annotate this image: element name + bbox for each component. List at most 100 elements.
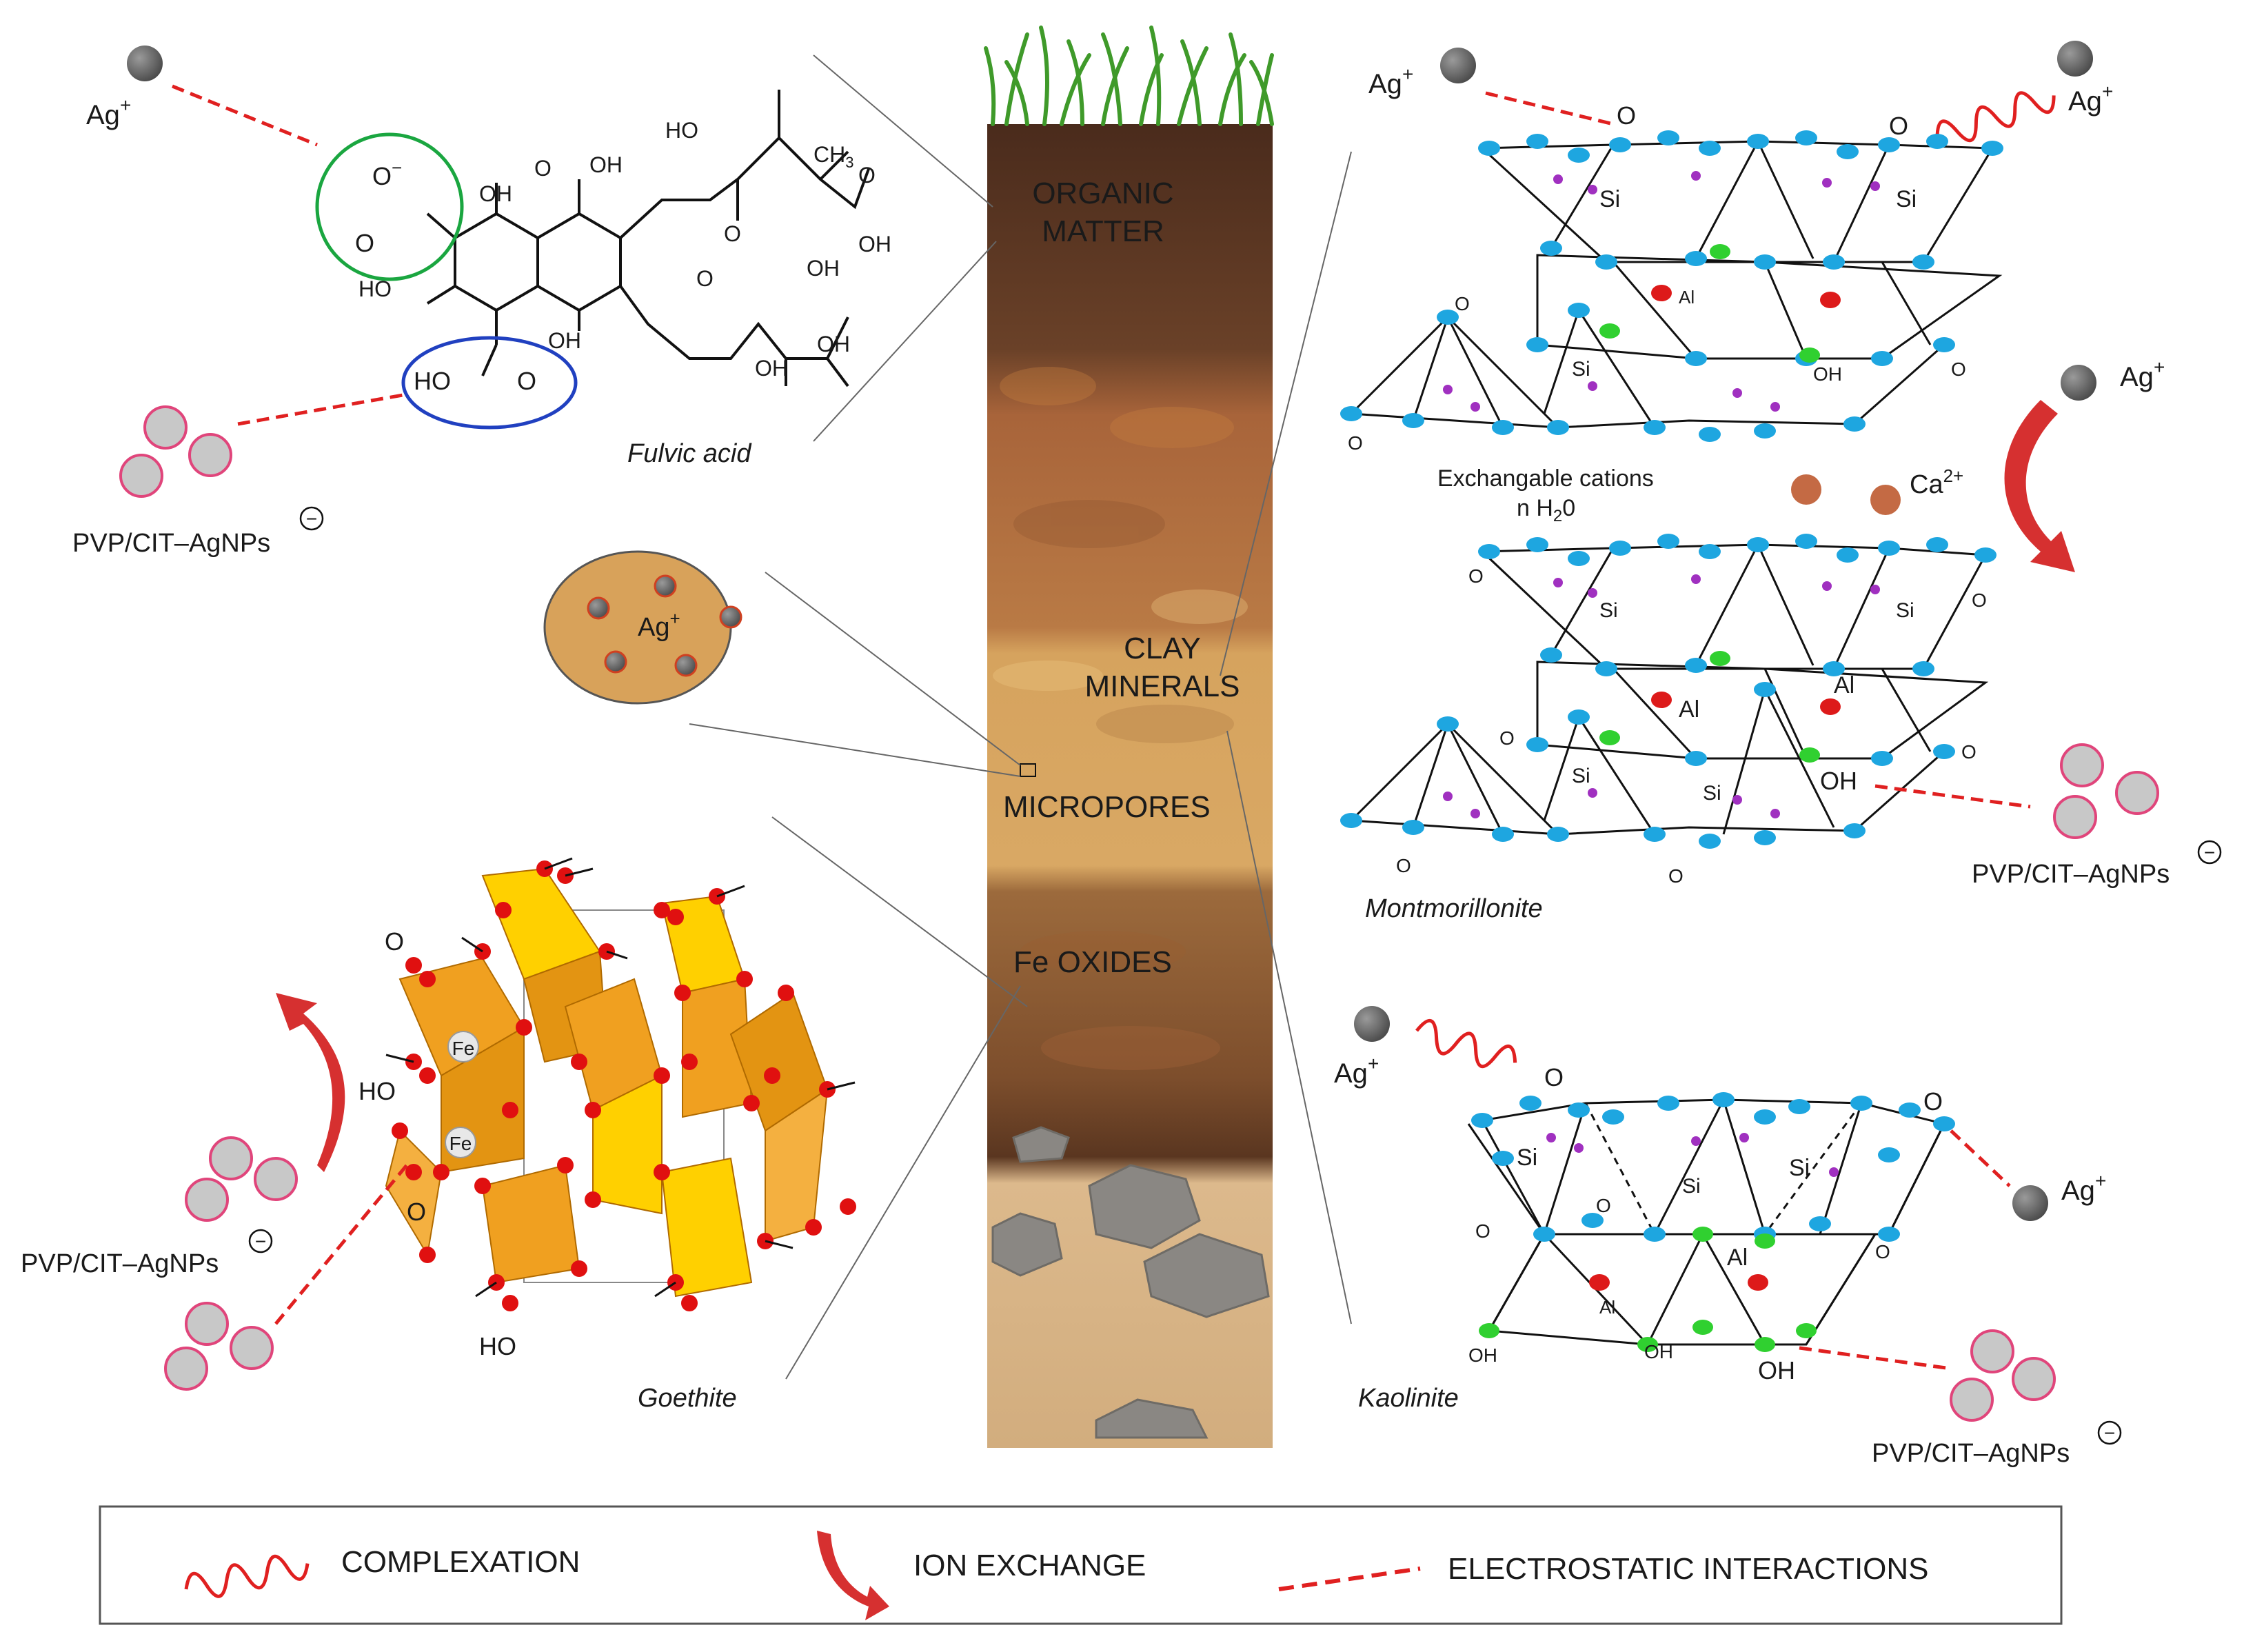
electrostatic-legend-icon [1278, 1567, 1421, 1591]
kaol-al [1589, 1274, 1768, 1291]
kaol-si-3: Si [1789, 1155, 1810, 1181]
legend-complexation: COMPLEXATION [341, 1545, 580, 1579]
fulvic-oh-4: OH [858, 232, 891, 256]
mont-o-c3: O [1499, 727, 1515, 749]
fulvic-o-6: O [696, 266, 714, 291]
nanoparticle-label: PVP/CIT–AgNPs [1872, 1439, 2070, 1468]
soil-column: ORGANIC MATTER CLAY MINERALS MICROPORES … [984, 26, 1274, 1448]
mont-o-b1: O [1455, 293, 1470, 314]
kaol-si-2: Si [1682, 1175, 1701, 1198]
mont-o-c5: O [1396, 855, 1411, 876]
iron-label-1: Fe [452, 1038, 475, 1059]
nanoparticle-cluster [2053, 743, 2159, 839]
kaol-o-m3: O [1875, 1241, 1890, 1262]
negative-charge-sign: − [306, 508, 317, 530]
kaol-oxygens [1471, 1092, 1955, 1242]
calcium-label: Ca2+ [1910, 465, 1963, 499]
mont-o-right: O [1889, 112, 1908, 140]
nanoparticle-label: PVP/CIT–AgNPs [1972, 860, 2170, 889]
electrostatic-line [237, 392, 407, 426]
mont-upper-lattice [1350, 140, 2003, 429]
calcium-ion [1870, 485, 1901, 515]
montmorillonite-panel: Ag+ O Ag+ O [1340, 41, 2222, 923]
nanoparticle-cluster [119, 405, 232, 498]
mont-si-7: Si [1703, 782, 1721, 805]
micropore-marker [1020, 763, 1036, 777]
kaol-ag-left: Ag+ [1334, 1053, 1379, 1089]
fulvic-oh-7: OH [755, 356, 788, 381]
mont-si-2: Si [1896, 186, 1917, 212]
mont-oh-2: OH [1820, 767, 1857, 795]
goethite-ho-bottom: HO [479, 1332, 516, 1360]
electrostatic-line [172, 84, 318, 147]
mont-si-3: Si [1572, 358, 1590, 381]
kaol-si [1546, 1133, 1839, 1177]
hydrogen-bonds [385, 857, 856, 1298]
goethite-octahedra [385, 867, 829, 1298]
kaol-oh-1: OH [1468, 1344, 1497, 1366]
oxygen-atoms [392, 860, 856, 1311]
mont-si-5: Si [1896, 599, 1914, 622]
mont-ag-right: Ag+ [2068, 81, 2113, 117]
silver-ion [2012, 1185, 2048, 1221]
mont-al-2: Al [1679, 696, 1699, 723]
mont-si-1: Si [1599, 186, 1620, 212]
mont-lower-lattice [1350, 543, 1989, 836]
nanoparticle-label: PVP/CIT–AgNPs [72, 529, 270, 558]
goethite-o-low: O [407, 1198, 426, 1226]
kaol-si-1: Si [1517, 1145, 1537, 1171]
kaol-ag-right: Ag+ [2061, 1170, 2106, 1206]
mont-o-c6: O [1668, 865, 1684, 887]
mont-si-4: Si [1599, 599, 1618, 622]
iron-atom [445, 1127, 476, 1158]
mont-o-c2: O [1972, 590, 1987, 611]
electrostatic-line [1950, 1129, 2011, 1187]
mont-o-b2: O [1951, 359, 1966, 380]
fulvic-acid-caption: Fulvic acid [627, 439, 752, 468]
mont-upper-oxygens [1340, 130, 2003, 442]
fulvic-o-1: O [355, 229, 374, 257]
silver-ion [2061, 365, 2096, 401]
layer-label-fe-oxides: Fe OXIDES [1013, 945, 1172, 979]
mont-o-c1: O [1468, 565, 1484, 587]
complexation-legend-icon [184, 1554, 310, 1598]
fulvic-oh-2: OH [589, 152, 623, 177]
silver-ion [2057, 41, 2093, 77]
mont-ag-exchange: Ag+ [2120, 356, 2165, 392]
kaol-oh-2: OH [1644, 1341, 1673, 1362]
fulvic-o-4: O [724, 221, 741, 246]
mont-lower-al [1651, 692, 1841, 715]
montmorillonite-caption: Montmorillonite [1365, 894, 1543, 923]
negative-charge-icon [248, 1229, 273, 1253]
kaol-o-m2: O [1475, 1220, 1490, 1242]
electrostatic-line [274, 1164, 408, 1325]
complexation-wave [1935, 91, 2056, 143]
nanoparticle-label: PVP/CIT–AgNPs [21, 1249, 219, 1278]
exchangeable-cations-label: Exchangable cations [1437, 465, 1654, 492]
mont-ag-left: Ag+ [1368, 63, 1413, 99]
silver-ion [127, 46, 163, 81]
complexation-wave [1415, 1018, 1517, 1069]
negative-charge-icon [2197, 840, 2222, 865]
fulvic-oh-6: OH [817, 332, 850, 356]
kaol-al-2: Al [1727, 1245, 1748, 1271]
fulvic-o-5: O [858, 163, 876, 188]
soil-stones [991, 1126, 1270, 1439]
mont-upper-al [1651, 285, 1841, 308]
grass-top [984, 26, 1274, 126]
electrostatic-line [1799, 1346, 1952, 1371]
mont-upper-hydroxyls [1599, 244, 1820, 363]
fulvic-ho-1: HO [358, 276, 392, 301]
goethite-panel: Fe Fe O HO O HO Goethite PVP/CIT–AgNPs − [21, 857, 856, 1413]
ion-exchange-arrow [276, 993, 345, 1172]
fulvic-o-2: O [534, 156, 552, 181]
negative-charge-icon [2097, 1420, 2122, 1445]
goethite-o-top: O [385, 927, 404, 956]
kaol-o-top-right: O [1923, 1087, 1943, 1116]
negative-charge-sign: − [255, 1231, 266, 1252]
fulvic-oh-1: OH [479, 181, 512, 206]
calcium-ion [1791, 474, 1821, 505]
electrostatic-line [1485, 91, 1614, 126]
fulvic-acid-skeleton [426, 90, 870, 387]
